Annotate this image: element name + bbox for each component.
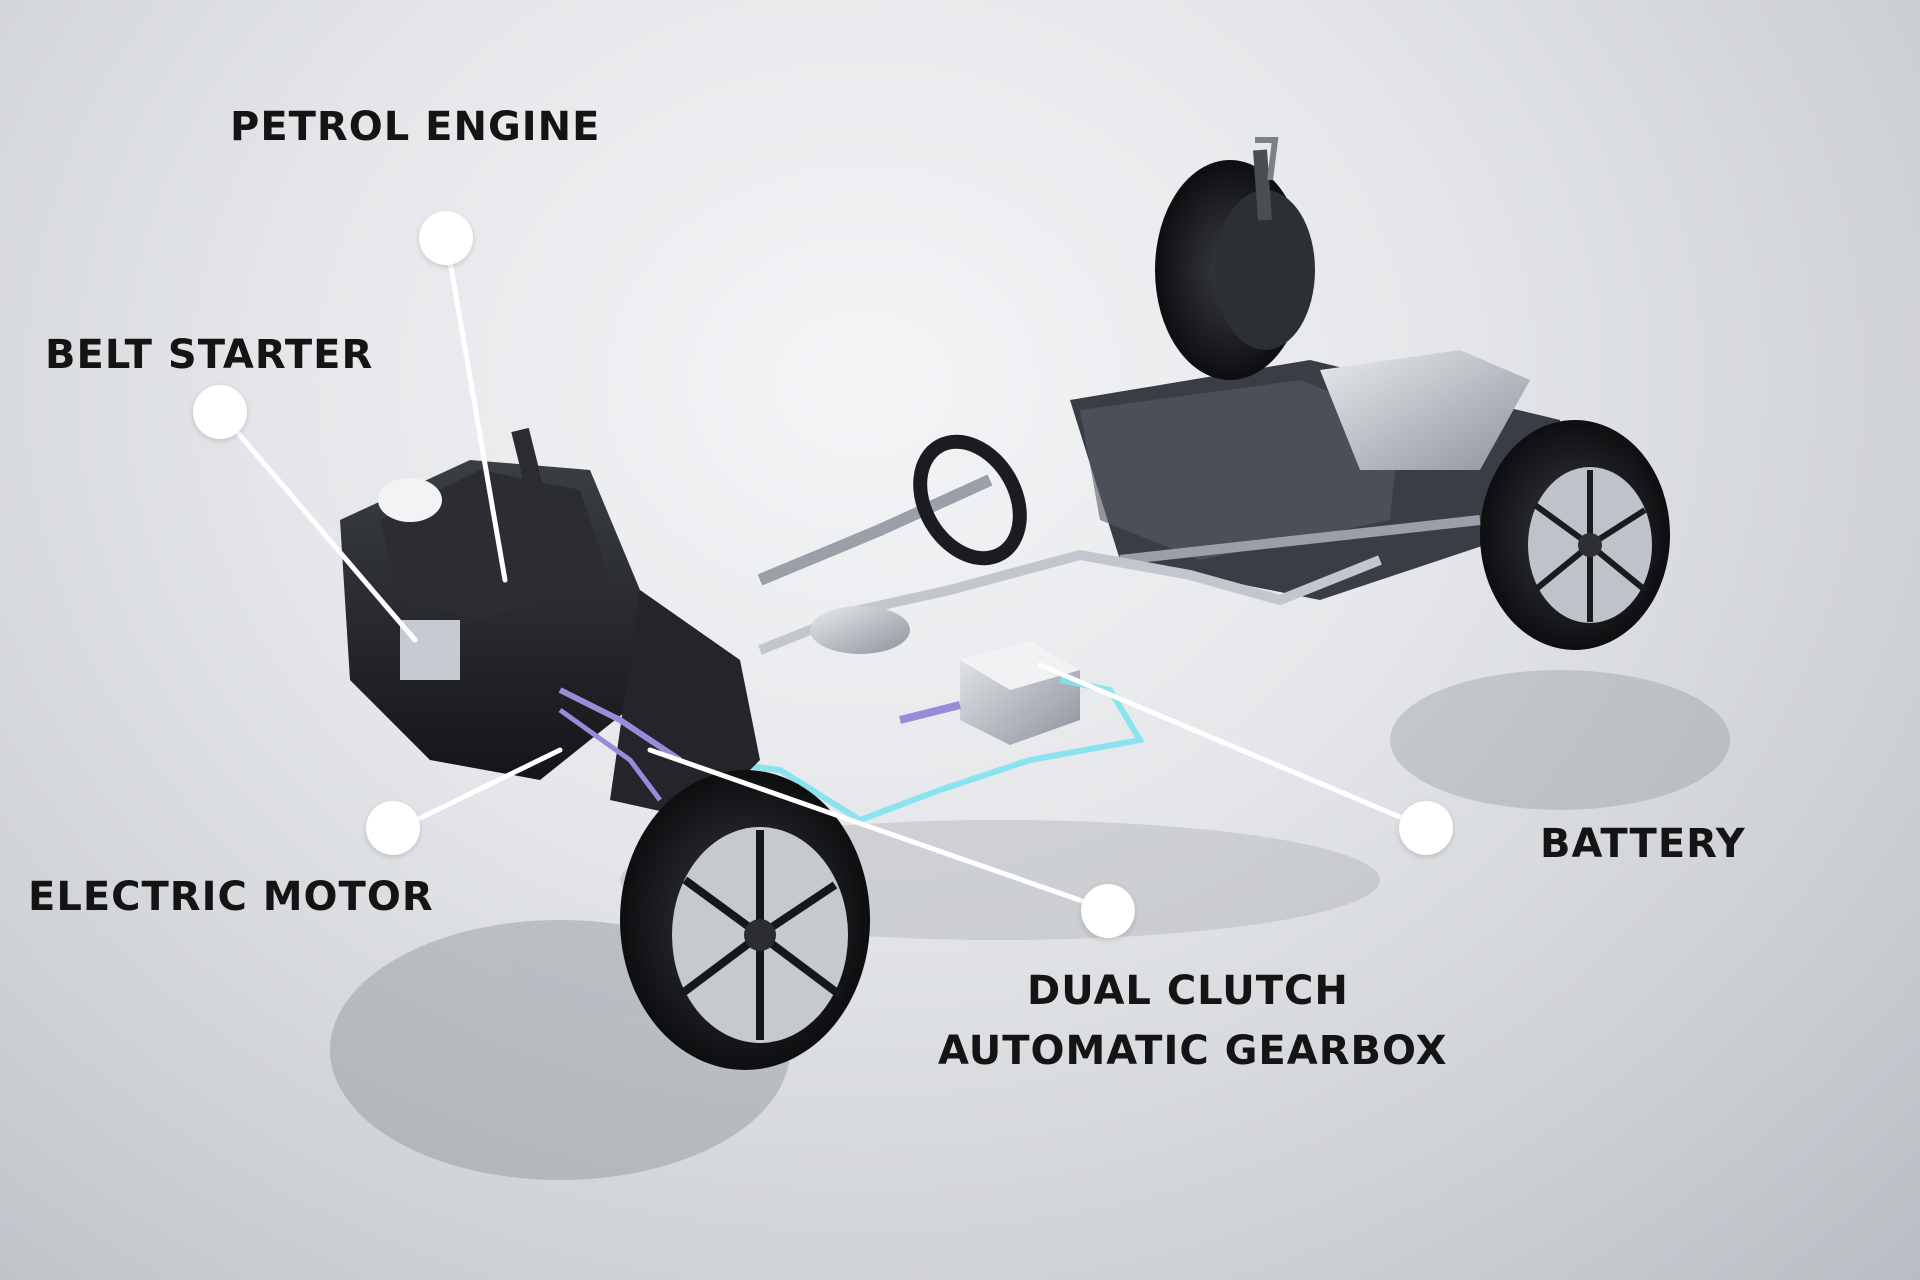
dual-clutch-leader [647,747,1111,913]
belt-starter-leader [217,409,418,643]
electric-motor-label: ELECTRIC MOTOR [28,874,434,920]
petrol-engine-leader [443,235,508,583]
belt-starter-callout-dot [193,385,247,439]
engine-block [340,427,760,820]
battery-leader [1037,662,1429,831]
dual-clutch-callout-dot [1081,884,1135,938]
dual-clutch-label-line-2: AUTOMATIC GEARBOX [938,1028,1448,1074]
front-left-wheel [620,770,870,1070]
rear-suspension-wheel [1155,137,1315,380]
steering-assembly [757,434,1027,586]
electric-motor-callout-dot [366,801,420,855]
belt-starter-label: BELT STARTER [45,332,374,378]
catalytic-converter [810,606,910,654]
electric-motor-leader [397,747,563,831]
callout-lines [217,235,1429,913]
rear-subframe [1070,350,1560,600]
petrol-engine-callout-dot [419,211,473,265]
battery-label: BATTERY [1540,821,1746,867]
low-voltage-cable [899,701,961,724]
petrol-engine-label: PETROL ENGINE [230,104,601,150]
dual-clutch-label-line-1: DUAL CLUTCH [1027,968,1349,1014]
battery-callout-dot [1399,801,1453,855]
battery-pack [960,640,1080,745]
rear-right-wheel [1480,420,1670,650]
